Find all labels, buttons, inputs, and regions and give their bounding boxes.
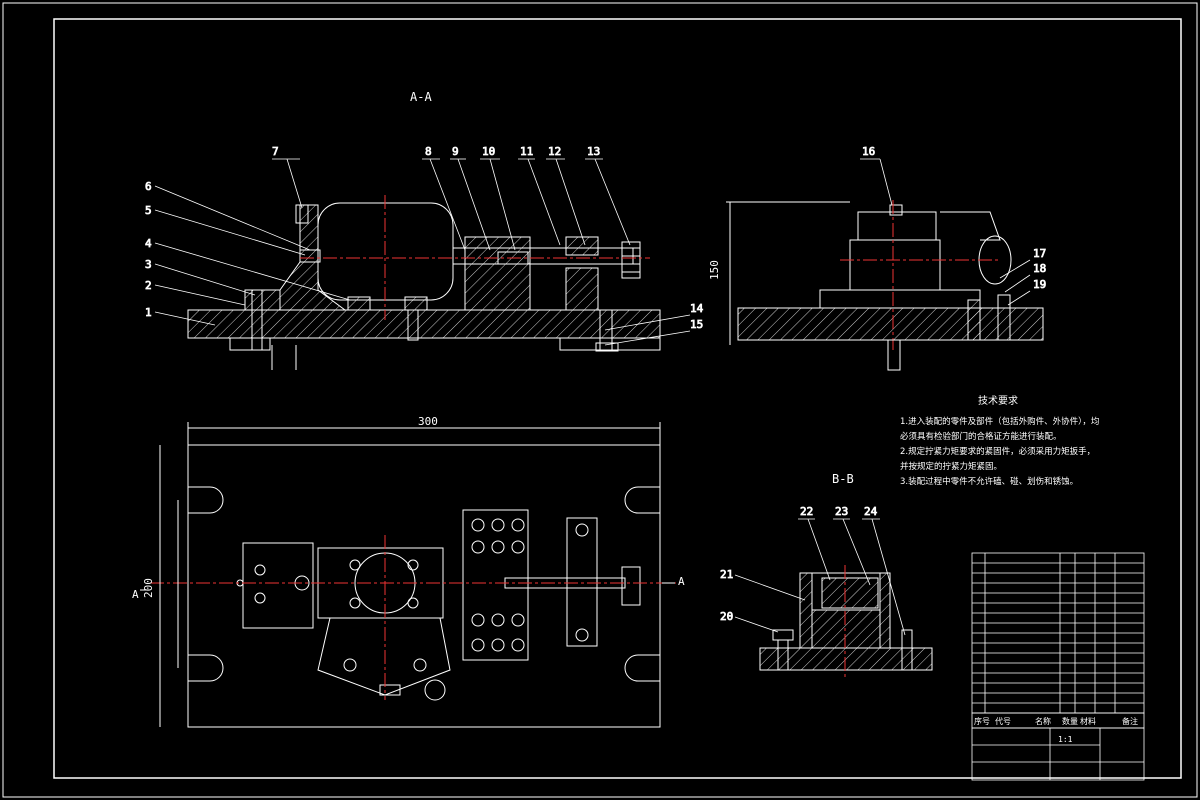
balloon-17: 17 [1033,247,1046,260]
balloons-aa: 1 2 3 4 5 6 7 8 9 10 11 12 13 14 15 [145,145,704,346]
balloon-22: 22 [800,505,813,518]
parts-list [971,552,1145,781]
balloon-4: 4 [145,237,152,250]
balloon-24: 24 [864,505,878,518]
section-bb-title: B-B [832,472,854,486]
balloon-15: 15 [690,318,703,331]
balloons-side: 16 17 18 19 [860,145,1047,306]
width-dim: 200 [142,578,155,598]
side-view [726,200,1044,371]
balloon-1: 1 [145,306,152,319]
balloon-5: 5 [145,204,152,217]
overall-length-dim: 300 [418,415,438,428]
balloon-21: 21 [720,568,733,581]
section-aa-view [187,195,661,370]
balloon-14: 14 [690,302,704,315]
section-bb-view [759,565,933,680]
col-note: 备注 [1122,716,1138,726]
balloon-10: 10 [482,145,495,158]
tech-requirements: 1.进入装配的零件及部件（包括外购件、外协件），均必须具有检验部门的合格证方能进… [900,415,1100,490]
balloon-20: 20 [720,610,733,623]
tech-item-1: 1.进入装配的零件及部件（包括外购件、外协件），均必须具有检验部门的合格证方能进… [900,417,1100,442]
balloon-6: 6 [145,180,152,193]
balloon-12: 12 [548,145,561,158]
balloons-bb: 20 21 22 23 24 [720,505,906,636]
balloon-23: 23 [835,505,848,518]
col-material: 材料 [1080,716,1096,726]
balloon-18: 18 [1033,262,1046,275]
section-arrow-a-left: A [132,588,139,601]
balloon-11: 11 [520,145,533,158]
col-qty: 数量 [1062,716,1078,726]
inner-border [53,18,1182,779]
balloon-7: 7 [272,145,279,158]
section-arrow-a-right: A [678,575,685,588]
balloon-9: 9 [452,145,459,158]
tech-item-2: 2.规定拧紧力矩要求的紧固件，必须采用力矩扳手，并按规定的拧紧力矩紧固。 [900,447,1096,472]
tech-requirements-title: 技术要求 [978,396,1018,407]
col-code: 代号 [995,716,1011,726]
balloon-19: 19 [1033,278,1046,291]
balloon-2: 2 [145,279,152,292]
plan-view [140,422,680,728]
col-name: 名称 [1035,716,1051,726]
balloon-3: 3 [145,258,152,271]
balloon-16: 16 [862,145,875,158]
section-aa-title: A-A [410,90,432,104]
scale-label: 1:1 [1058,735,1073,744]
balloon-13: 13 [587,145,600,158]
balloon-8: 8 [425,145,432,158]
side-height-dim: 150 [708,260,721,280]
tech-item-3: 3.装配过程中零件不允许磕、碰、划伤和锈蚀。 [900,477,1079,487]
col-seq: 序号 [974,716,990,726]
title-block-headers: 序号 代号 名称 数量 材料 备注 1:1 [974,716,1138,744]
